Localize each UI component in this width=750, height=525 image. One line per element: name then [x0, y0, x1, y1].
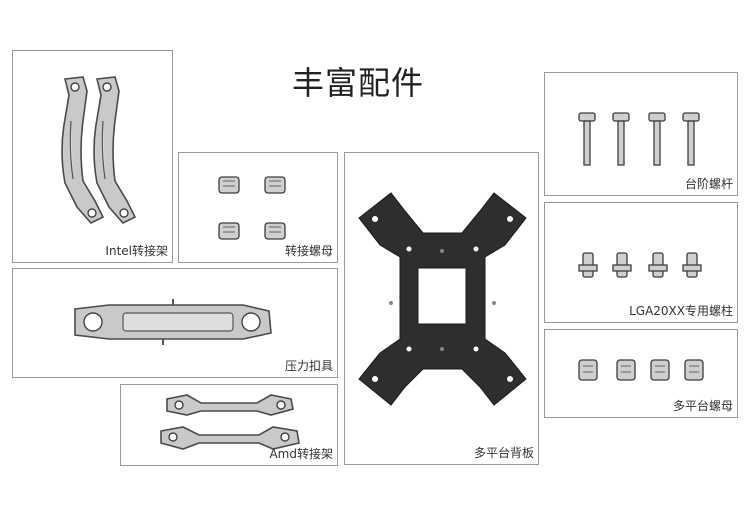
pressure-clip-image: [74, 299, 272, 345]
amd-bracket-image: [160, 394, 300, 450]
backplate-image: [358, 192, 527, 406]
amd-bracket-label: Amd转接架: [269, 447, 333, 461]
intel-bracket-image: [61, 76, 137, 224]
panel-multi-platform-nut: 多平台螺母: [544, 329, 738, 418]
panel-intel-bracket: Intel转接架: [12, 50, 173, 263]
page-title: 丰富配件: [291, 64, 424, 102]
adapter-nut-label: 转接螺母: [284, 244, 333, 258]
adapter-nut-image: [218, 176, 286, 240]
panel-amd-bracket: Amd转接架: [120, 384, 338, 466]
panel-multi-platform-backplate: 多平台背板: [344, 152, 539, 465]
intel-bracket-label: Intel转接架: [105, 244, 168, 258]
pressure-clip-label: 压力扣具: [284, 359, 333, 373]
multi-platform-nut-label: 多平台螺母: [672, 399, 733, 413]
lga-pillar-label: LGA20XX专用螺柱: [629, 304, 733, 318]
backplate-label: 多平台背板: [473, 446, 534, 460]
multi-platform-nut-image: [578, 359, 704, 381]
step-screw-image: [578, 112, 700, 166]
lga-pillar-image: [578, 252, 702, 278]
panel-adapter-nut: 转接螺母: [178, 152, 338, 263]
panel-pressure-clip: 压力扣具: [12, 268, 338, 378]
panel-step-screw: 台阶螺杆: [544, 72, 738, 196]
step-screw-label: 台阶螺杆: [684, 177, 733, 191]
panel-lga-pillar: LGA20XX专用螺柱: [544, 202, 738, 323]
